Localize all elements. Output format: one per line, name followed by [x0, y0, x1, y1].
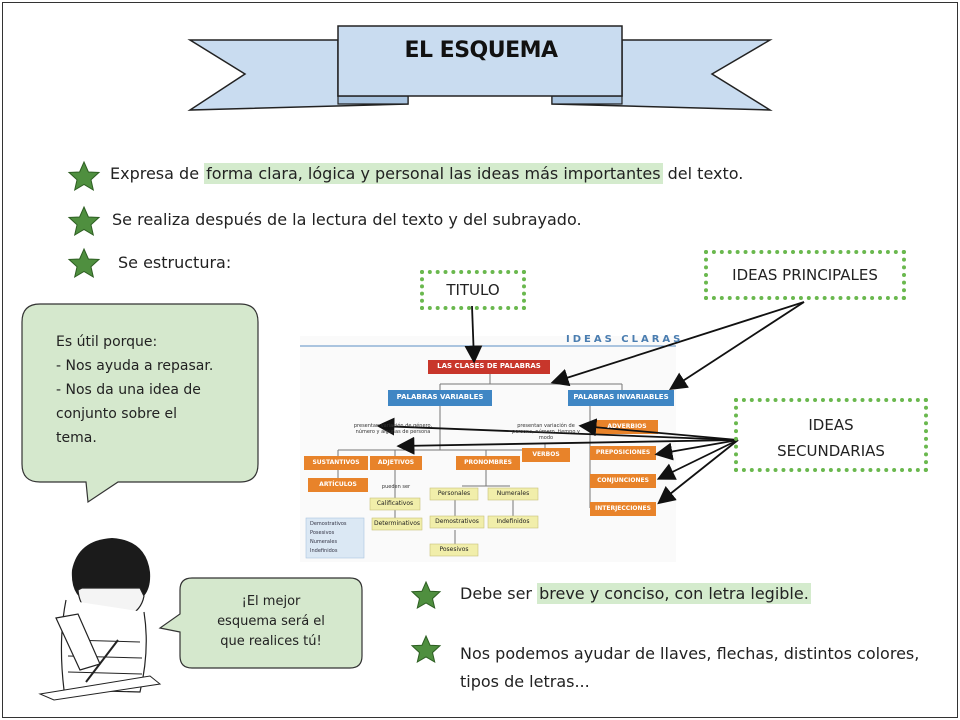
speech-bubble-right — [158, 577, 363, 669]
bullet-1-pre: Expresa de — [110, 164, 205, 183]
diagram-invariables: PALABRAS INVARIABLES — [573, 393, 669, 401]
bullet-5-line1: Nos podemos ayudar de llaves, flechas, d… — [460, 644, 920, 663]
annotation-arrows — [376, 301, 805, 505]
bullet-5: Nos podemos ayudar de llaves, flechas, d… — [460, 640, 919, 696]
star-icon — [67, 205, 101, 237]
diagram-sustantivos: SUSTANTIVOS — [312, 459, 360, 466]
star-icon — [67, 160, 101, 192]
bubble-right-line3: que realices tú! — [220, 634, 322, 649]
diagram-numerales: Numerales — [496, 490, 530, 497]
diagram-personales: Personales — [437, 490, 471, 497]
bullet-4-pre: Debe ser — [460, 584, 538, 603]
diagram-adjetivos: ADJETIVOS — [377, 459, 415, 466]
diagram-preposiciones: PREPOSICIONES — [595, 449, 651, 456]
bullet-2: Se realiza después de la lectura del tex… — [112, 210, 582, 229]
page-title: EL ESQUEMA — [404, 38, 558, 63]
bubble-right-text: ¡El mejor esquema será el que realices t… — [180, 592, 362, 652]
diagram-det-item: Indefinidos — [310, 548, 338, 554]
title-banner — [187, 25, 773, 111]
bubble-left-line3: - Nos da una idea de — [56, 382, 201, 398]
diagram-interjecciones: INTERJECCIONES — [595, 505, 651, 512]
diagram-header: IDEAS CLARAS — [566, 334, 684, 345]
bubble-left-line1: Es útil porque: — [56, 334, 158, 350]
diagram-indefinidos: Indefinidos — [496, 518, 530, 525]
diagram-verbos: VERBOS — [532, 451, 560, 458]
bullet-1-highlight: forma clara, lógica y personal las ideas… — [204, 163, 663, 184]
diagram-root: LAS CLASES DE PALABRAS — [437, 362, 541, 370]
diagram-boxes — [304, 360, 674, 559]
ideas-principales-label: IDEAS PRINCIPALES — [704, 250, 906, 300]
diagram-conjunciones: CONJUNCIONES — [597, 477, 649, 484]
bullet-4-highlight: breve y conciso, con letra legible. — [537, 583, 811, 604]
diagram-note-left: presentan variación de género, número y … — [353, 423, 433, 435]
child-illustration — [38, 538, 162, 701]
bullet-3: Se estructura: — [118, 253, 232, 272]
bullet-4: Debe ser breve y conciso, con letra legi… — [460, 583, 811, 604]
bubble-right-line1: ¡El mejor — [241, 594, 301, 609]
diagram-det-item: Posesivos — [310, 530, 335, 536]
bullet-1: Expresa de forma clara, lógica y persona… — [110, 163, 744, 184]
bubble-left-line4: conjunto sobre el — [56, 406, 178, 422]
diagram-adverbios: ADVERBIOS — [607, 423, 647, 430]
diagram-note-right: presentan variación de persona, número, … — [512, 423, 580, 441]
diagram-det-list: Demostrativos Posesivos Numerales Indefi… — [310, 520, 364, 556]
titulo-label: TITULO — [420, 270, 526, 310]
bullet-1-post: del texto. — [662, 164, 744, 183]
diagram-variables: PALABRAS VARIABLES — [396, 393, 484, 401]
bubble-left-line2: - Nos ayuda a repasar. — [56, 358, 214, 374]
diagram-calificativos: Calificativos — [376, 500, 414, 507]
bubble-left-text: Es útil porque: - Nos ayuda a repasar. -… — [56, 330, 213, 450]
star-icon — [67, 247, 101, 279]
diagram-demostrativos: Demostrativos — [435, 518, 479, 525]
diagram-pronombres: PRONOMBRES — [464, 459, 512, 466]
ideas-secundarias-line1: IDEAS — [808, 416, 854, 434]
diagram-det-item: Numerales — [310, 539, 338, 545]
bullet-5-line2: tipos de letras... — [460, 672, 590, 691]
diagram-articulos: ARTÍCULOS — [319, 481, 357, 488]
ideas-secundarias-line2: SECUNDARIAS — [777, 442, 885, 460]
bubble-right-line2: esquema será el — [217, 614, 325, 629]
ideas-secundarias-label: IDEAS SECUNDARIAS — [734, 398, 928, 472]
star-icon — [410, 580, 442, 610]
diagram-det-item: Demostrativos — [310, 521, 347, 527]
bubble-left-line5: tema. — [56, 430, 97, 446]
diagram-posesivos: Posesivos — [439, 546, 469, 553]
diagram-pueden-ser: pueden ser — [381, 484, 411, 490]
star-icon — [410, 634, 442, 664]
speech-bubble-left — [21, 303, 259, 504]
diagram-determinativos: Determinativos — [373, 520, 421, 527]
